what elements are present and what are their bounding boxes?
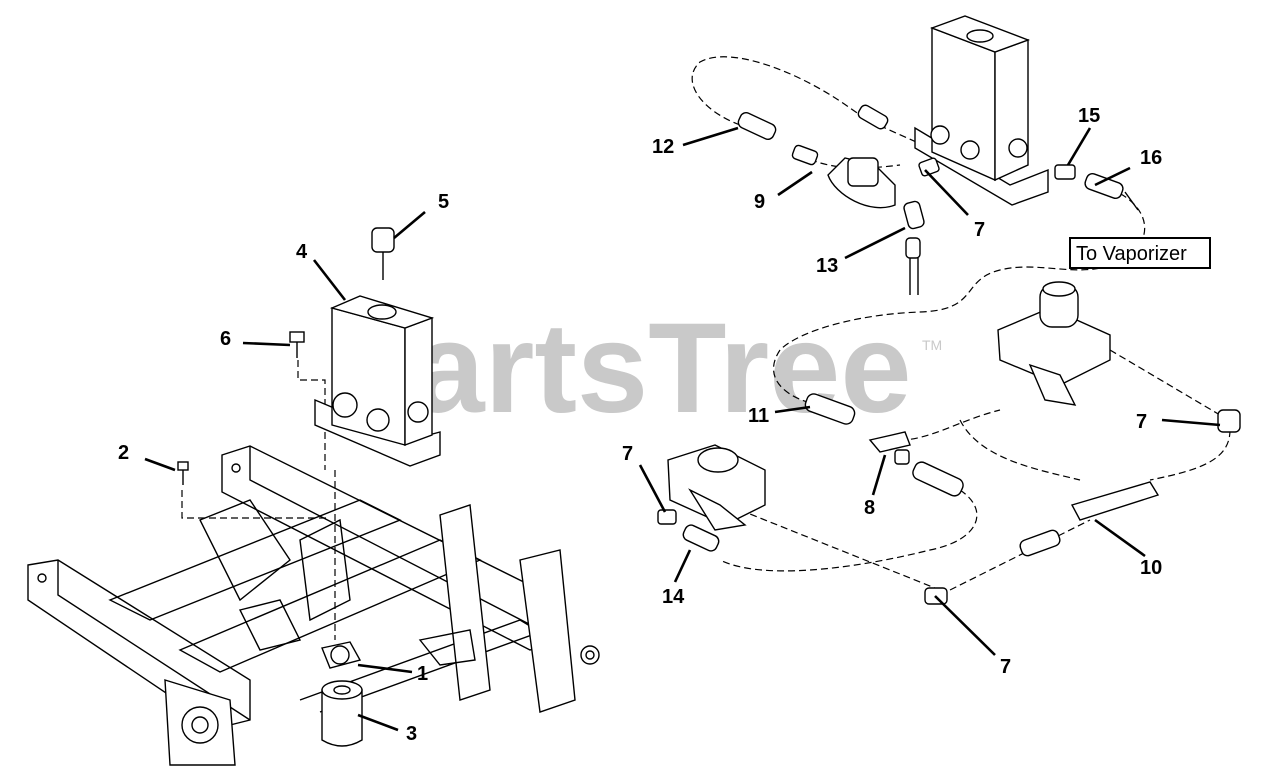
callout-4: 4	[296, 241, 308, 263]
callout-14: 14	[662, 586, 685, 608]
bolt-2	[177, 461, 189, 485]
callout-7-top: 7	[974, 219, 985, 241]
callout-13: 13	[816, 255, 838, 277]
callout-15: 15	[1078, 105, 1100, 127]
callout-1: 1	[417, 663, 428, 685]
callout-5: 5	[438, 191, 449, 213]
callout-11: 11	[748, 405, 769, 427]
leader-lines	[144, 126, 1221, 732]
callout-7-left: 7	[622, 443, 633, 465]
callout-7-bottom: 7	[1000, 656, 1011, 678]
bolt-6	[289, 331, 305, 358]
watermark-tm: TM	[922, 337, 942, 353]
callout-9: 9	[754, 191, 765, 213]
alignment-line-2	[181, 490, 330, 519]
fuel-tank-left	[314, 295, 441, 467]
callout-12: 12	[652, 136, 674, 158]
callout-16: 16	[1140, 147, 1162, 169]
to-vaporizer-box	[1069, 237, 1211, 269]
fuel-filter	[321, 680, 363, 747]
callout-3: 3	[406, 723, 417, 745]
dipstick-cap	[371, 227, 395, 280]
callout-8: 8	[864, 497, 875, 519]
callout-2: 2	[118, 442, 129, 464]
filter-head	[321, 641, 362, 669]
callout-6: 6	[220, 328, 231, 350]
to-vaporizer-label: To Vaporizer	[1076, 243, 1187, 265]
frame-chassis	[27, 445, 600, 766]
callout-10: 10	[1140, 557, 1162, 579]
hose-assembly	[657, 15, 1241, 605]
callout-7-right: 7	[1136, 411, 1147, 433]
